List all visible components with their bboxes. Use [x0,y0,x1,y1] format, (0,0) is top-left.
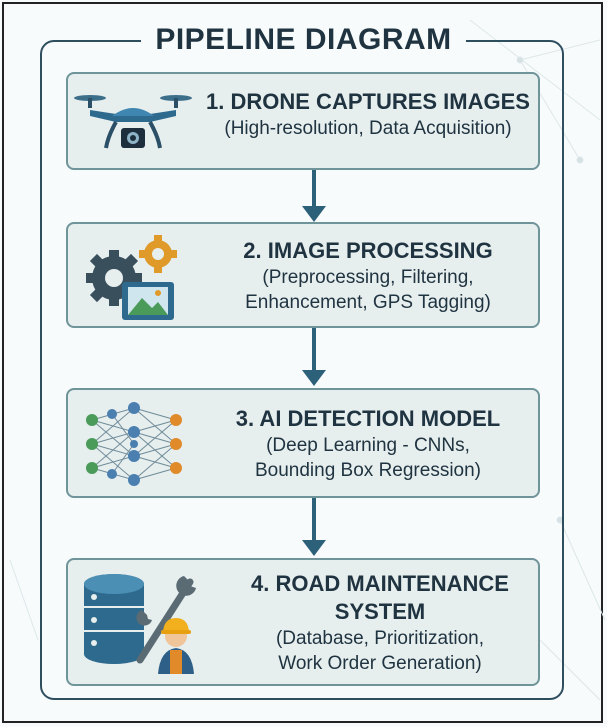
step-3-detail-2: Bounding Box Regression) [254,460,482,481]
step-2-box: 2. IMAGE PROCESSING (Preprocessing, Filt… [66,222,540,328]
step-4-detail-1: (Database, Prioritization, [275,628,485,649]
step-4-heading-line-2: SYSTEM [334,599,426,624]
step-2-heading: 2. IMAGE PROCESSING [243,238,493,263]
arrow-down-icon [302,170,326,222]
drone-camera-icon [74,95,192,149]
database-worker-icon [84,574,196,674]
step-2-detail-2: Enhancement, GPS Tagging) [245,292,491,313]
neural-network-icon [86,402,182,486]
gears-image-icon [86,235,177,320]
step-4-heading-line-1: 4. ROAD MAINTENANCE [251,571,509,596]
step-3-text: 3. AI DETECTION MODEL (Deep Learning - C… [198,405,538,483]
step-4-detail-2: Work Order Generation) [278,653,482,674]
step-1-box: 1. DRONE CAPTURES IMAGES (High-resolutio… [66,72,540,170]
diagram-title: PIPELINE DIAGRAM [141,20,466,60]
step-1-detail: (High-resolution, Data Acquisition) [224,118,512,139]
step-4-box: 4. ROAD MAINTENANCE SYSTEM (Database, Pr… [66,558,540,686]
step-3-heading: 3. AI DETECTION MODEL [235,406,501,431]
step-3-detail-1: (Deep Learning - CNNs, [266,435,470,456]
step-2-text: 2. IMAGE PROCESSING (Preprocessing, Filt… [198,237,538,315]
step-2-detail-1: (Preprocessing, Filtering, [262,267,474,288]
arrow-down-icon [302,498,326,556]
step-1-heading: 1. DRONE CAPTURES IMAGES [206,89,530,114]
step-4-text: 4. ROAD MAINTENANCE SYSTEM (Database, Pr… [222,570,538,676]
arrow-down-icon [302,328,326,386]
step-3-box: 3. AI DETECTION MODEL (Deep Learning - C… [66,388,540,498]
step-1-text: 1. DRONE CAPTURES IMAGES (High-resolutio… [198,88,538,141]
